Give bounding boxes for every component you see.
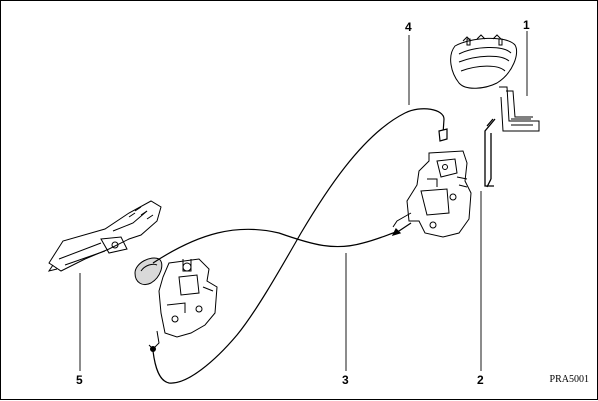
central-lock-housing — [148, 258, 218, 352]
door-lock-mechanism — [392, 150, 472, 238]
reference-code: PRA5001 — [549, 374, 589, 385]
callout-3: 3 — [342, 373, 349, 387]
cable-clip — [134, 257, 163, 286]
part-4-cable — [152, 108, 448, 384]
callout-leader-lines — [79, 31, 528, 371]
part-1-exterior-handle — [450, 34, 540, 132]
callout-5: 5 — [76, 373, 83, 387]
part-5-interior-handle — [47, 200, 162, 272]
callout-1: 1 — [523, 18, 530, 32]
callout-2: 2 — [477, 373, 484, 387]
part-3-cable — [152, 222, 412, 264]
callout-4: 4 — [405, 20, 412, 34]
part-2-linkage-rod — [484, 118, 496, 188]
